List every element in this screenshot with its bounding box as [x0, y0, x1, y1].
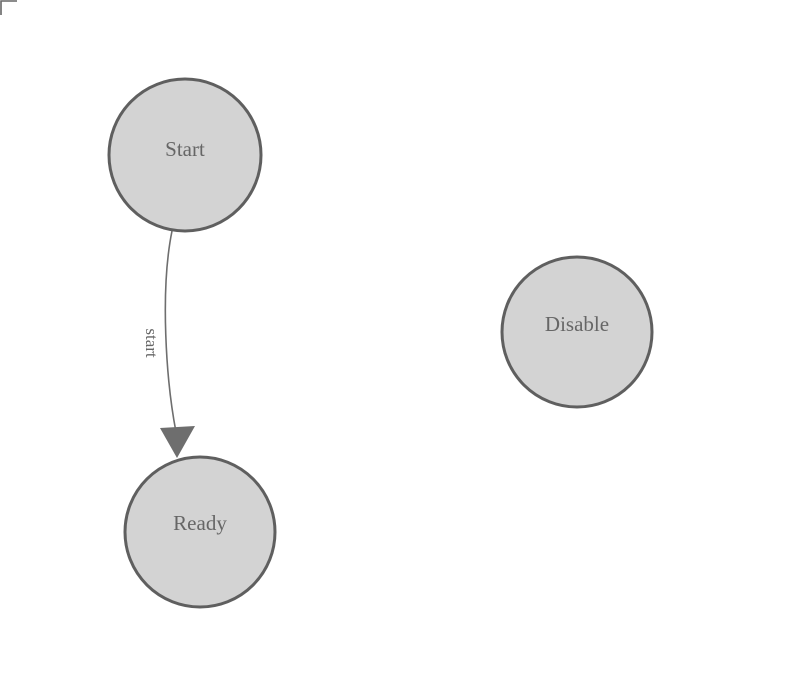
top-left-corner-bracket-icon — [0, 0, 17, 15]
node-disable[interactable]: Disable — [500, 255, 654, 409]
edge-start-to-ready[interactable]: start — [142, 230, 195, 458]
edge-path — [164, 230, 177, 433]
node-ready-label: Ready — [173, 511, 227, 535]
node-disable-shape[interactable] — [500, 255, 654, 409]
arrowhead-icon — [160, 426, 195, 458]
node-start-shape[interactable] — [107, 77, 263, 233]
node-ready-shape[interactable] — [123, 455, 277, 609]
node-disable-label: Disable — [545, 312, 609, 336]
node-start-label: Start — [165, 137, 205, 161]
edge-label-start: start — [142, 328, 161, 358]
node-ready[interactable]: Ready — [123, 455, 277, 609]
node-start[interactable]: Start — [107, 77, 263, 233]
